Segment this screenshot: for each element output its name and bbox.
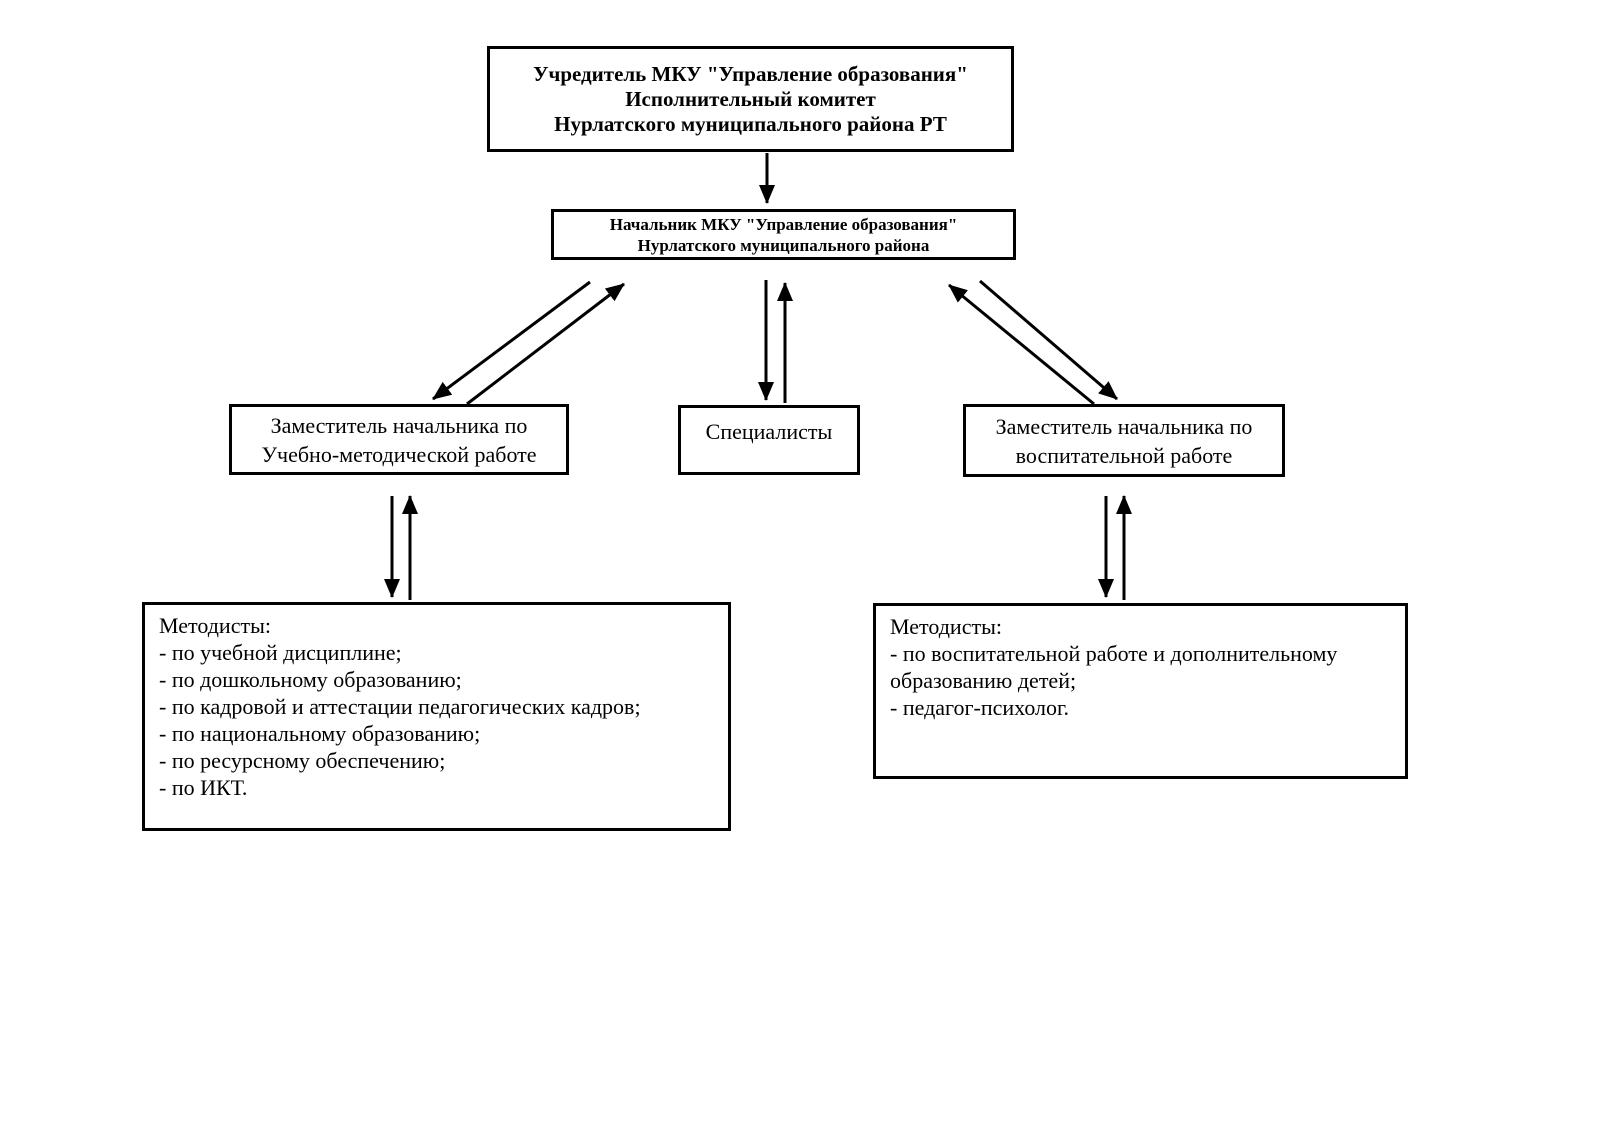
arrow-head-to-deputy-vr-icon: [979, 279, 1118, 401]
methodists-umr-item: - по национальному образованию;: [159, 721, 481, 746]
arrow-head-to-deputy-umr-icon: [432, 280, 591, 401]
founder-box: Учредитель МКУ "Управление образования" …: [487, 46, 1014, 152]
methodists-umr-item: - по кадровой и аттестации педагогически…: [159, 694, 641, 719]
methodists-vr-title: Методисты:: [890, 614, 1002, 639]
methodists-vr-item: - педагог-психолог.: [890, 695, 1070, 720]
head-box: Начальник МКУ "Управление образования" Н…: [551, 209, 1016, 260]
deputy-educational-methodical-box: Заместитель начальника по Учебно-методич…: [229, 404, 569, 475]
methodists-vr-item: - по воспитательной работе и дополнитель…: [890, 641, 1338, 693]
specialists-label: Специалисты: [705, 419, 833, 444]
founder-box-line-2: Исполнительный комитет: [625, 86, 876, 111]
methodists-vr-box: Методисты: - по воспитательной работе и …: [873, 603, 1408, 779]
methodists-umr-item: - по ИКТ.: [159, 775, 248, 800]
methodists-umr-item: - по дошкольному образованию;: [159, 667, 462, 692]
arrow-deputy-umr-to-head-icon: [466, 282, 625, 406]
methodists-umr-title: Методисты:: [159, 613, 271, 638]
deputy-umr-line-2: Учебно-методической работе: [261, 441, 537, 467]
methodists-umr-box: Методисты: - по учебной дисциплине; - по…: [142, 602, 731, 831]
deputy-umr-line-1: Заместитель начальника по: [270, 412, 528, 438]
head-box-line-1: Начальник МКУ "Управление образования": [609, 214, 958, 234]
founder-box-line-3: Нурлатского муниципального района РТ: [554, 111, 947, 136]
deputy-vr-line-2: воспитательной работе: [1015, 442, 1233, 468]
deputy-upbringing-work-box: Заместитель начальника по воспитательной…: [963, 404, 1285, 477]
specialists-box: Специалисты: [678, 405, 860, 475]
methodists-umr-item: - по учебной дисциплине;: [159, 640, 402, 665]
head-box-line-2: Нурлатского муниципального района: [637, 235, 930, 255]
arrow-deputy-vr-to-head-icon: [948, 283, 1095, 406]
founder-box-line-1: Учредитель МКУ "Управление образования": [533, 61, 968, 86]
methodists-umr-item: - по ресурсному обеспечению;: [159, 748, 446, 773]
deputy-vr-line-1: Заместитель начальника по: [995, 413, 1253, 439]
